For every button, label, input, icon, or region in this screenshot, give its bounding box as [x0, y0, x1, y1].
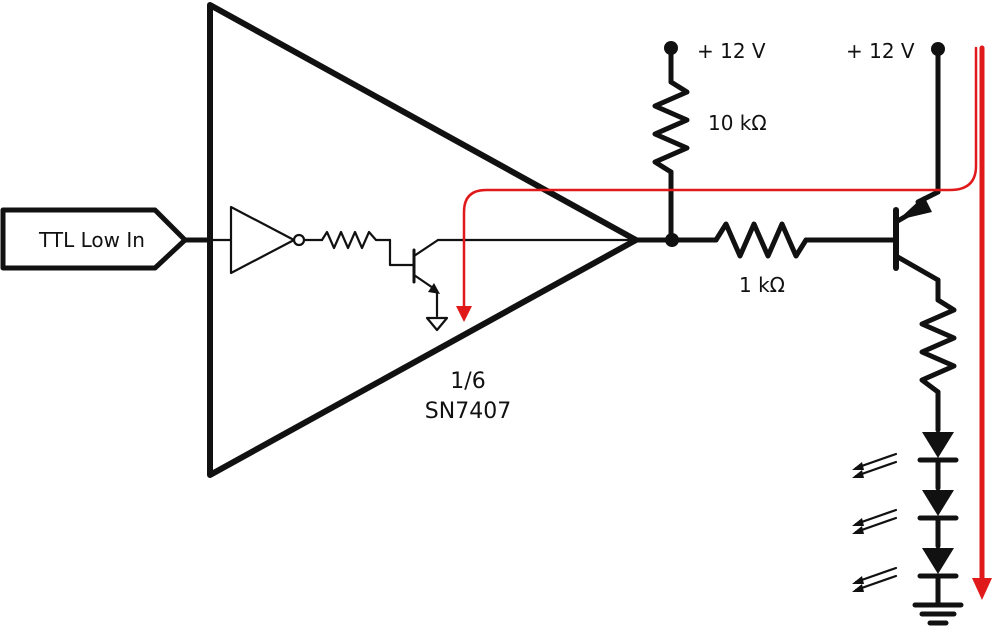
- led-2: [917, 490, 959, 521]
- led-3: [917, 548, 959, 579]
- gate-part-number: SN7407: [425, 399, 511, 424]
- pullup-resistor: [652, 79, 690, 175]
- base-current-flow-arrow: [462, 46, 978, 320]
- pullup-resistor-value: 10 kΩ: [708, 111, 767, 135]
- led-1: [917, 432, 959, 463]
- base-current-arrowhead: [456, 306, 472, 322]
- supply-label-left: + 12 V: [697, 39, 766, 63]
- inverter-bubble: [292, 233, 306, 247]
- internal-resistor: [320, 230, 392, 250]
- internal-inverter-triangle: [229, 205, 296, 275]
- led-current-arrowhead: [972, 578, 992, 600]
- internal-base-wire: [388, 238, 416, 267]
- ttl-input-flag: TTL Low In: [0, 207, 188, 271]
- internal-ground-icon: [425, 316, 449, 332]
- led-current-resistor: [919, 297, 957, 395]
- supply-label-right: + 12 V: [846, 39, 915, 63]
- pnp-transistor: [893, 189, 941, 283]
- gate-fraction: 1/6: [450, 369, 485, 394]
- light-emission-arrows-3: [852, 566, 898, 592]
- base-resistor-value: 1 kΩ: [739, 273, 785, 297]
- light-emission-arrows-1: [852, 452, 898, 478]
- ground-icon: [912, 602, 964, 626]
- internal-npn-transistor: [412, 238, 440, 294]
- input-label: TTL Low In: [38, 228, 145, 252]
- base-resistor: [713, 221, 809, 259]
- light-emission-arrows-2: [852, 508, 898, 534]
